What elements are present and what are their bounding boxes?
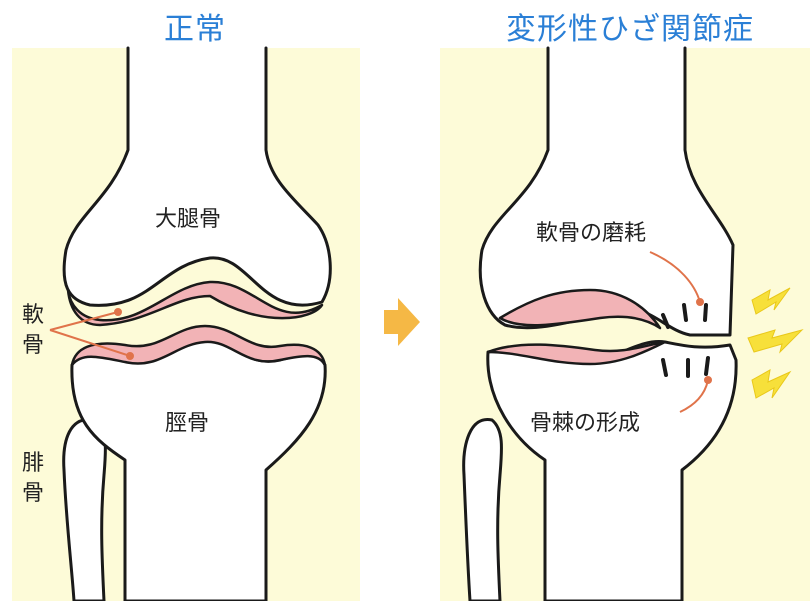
fibula-oa	[464, 419, 502, 601]
label-fibula-char2: 骨	[22, 481, 44, 506]
arrow-icon	[384, 298, 420, 346]
leader-dot-wear	[697, 299, 703, 305]
label-tibia: 脛骨	[165, 411, 209, 436]
label-femur: 大腿骨	[155, 207, 221, 232]
leader-dot-tibial	[127, 353, 133, 359]
leader-dot-femoral	[115, 309, 121, 315]
label-cartilage-wear: 軟骨の磨耗	[536, 221, 646, 246]
label-fibula-char1: 腓	[22, 451, 44, 476]
label-osteophyte: 骨棘の形成	[530, 411, 640, 436]
label-cartilage-char1: 軟	[22, 303, 44, 328]
label-cartilage-char2: 骨	[22, 333, 44, 358]
leader-dot-osteophyte	[705, 377, 711, 383]
